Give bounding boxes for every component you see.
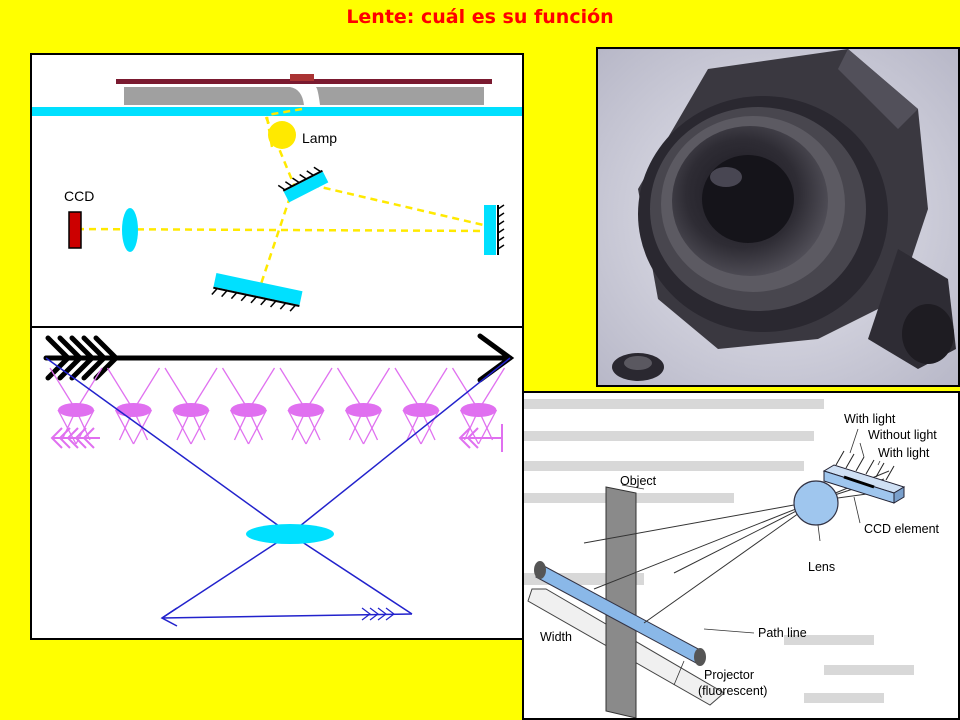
array-lenslet xyxy=(336,367,391,445)
label-fluorescent: (fluorescent) xyxy=(698,684,767,698)
array-lenslet xyxy=(106,367,161,445)
glass-platen xyxy=(32,107,522,116)
array-lenslet xyxy=(394,367,448,445)
lens-array-diagram xyxy=(30,326,524,640)
single-lens xyxy=(246,524,334,544)
scanner-optics-diagram: Lamp xyxy=(30,53,524,328)
label-ccd-element: CCD element xyxy=(864,522,940,536)
light-beam-path xyxy=(69,107,493,288)
object-arrow xyxy=(43,333,515,383)
fluorescent-projector xyxy=(534,561,706,666)
object-plate xyxy=(605,486,637,718)
array-lenslet xyxy=(164,367,218,445)
image-arrow-right xyxy=(458,424,503,452)
array-lenslet xyxy=(221,367,276,445)
page-title: Lente: cuál es su función xyxy=(346,6,614,28)
mirror-upper xyxy=(277,166,329,203)
ccd-sensor-diagram: With light Without light With light Obje… xyxy=(522,391,960,720)
ccd-element-bar xyxy=(822,450,906,504)
lens-element xyxy=(793,480,839,526)
label-lens: Lens xyxy=(808,560,835,574)
lens-array xyxy=(49,367,506,445)
label-without-light: Without light xyxy=(868,428,937,442)
label-with-light-2: With light xyxy=(878,446,930,460)
label-with-light-1: With light xyxy=(844,412,896,426)
ray-lines xyxy=(45,357,511,627)
ccd-sensor-icon xyxy=(68,211,82,249)
label-path-line: Path line xyxy=(758,626,807,640)
lamp-label: Lamp xyxy=(302,130,337,146)
document-plate xyxy=(116,79,492,84)
cover-pad-right xyxy=(316,87,484,105)
ccd-label: CCD xyxy=(64,188,94,204)
background-text-texture xyxy=(524,399,914,703)
image-arrow-left xyxy=(50,427,100,449)
cover-pad-left xyxy=(124,87,304,105)
camera-lens-photo xyxy=(596,47,960,387)
label-width: Width xyxy=(540,630,572,644)
array-lenslet xyxy=(279,367,333,445)
mirror-right xyxy=(484,204,505,255)
leader-lines xyxy=(621,428,881,686)
label-projector: Projector xyxy=(704,668,754,682)
focusing-lens xyxy=(122,208,138,252)
document-sheet xyxy=(290,74,314,81)
mirror-lower xyxy=(211,273,303,312)
label-object: Object xyxy=(620,474,657,488)
image-arrow-tail xyxy=(361,607,395,621)
